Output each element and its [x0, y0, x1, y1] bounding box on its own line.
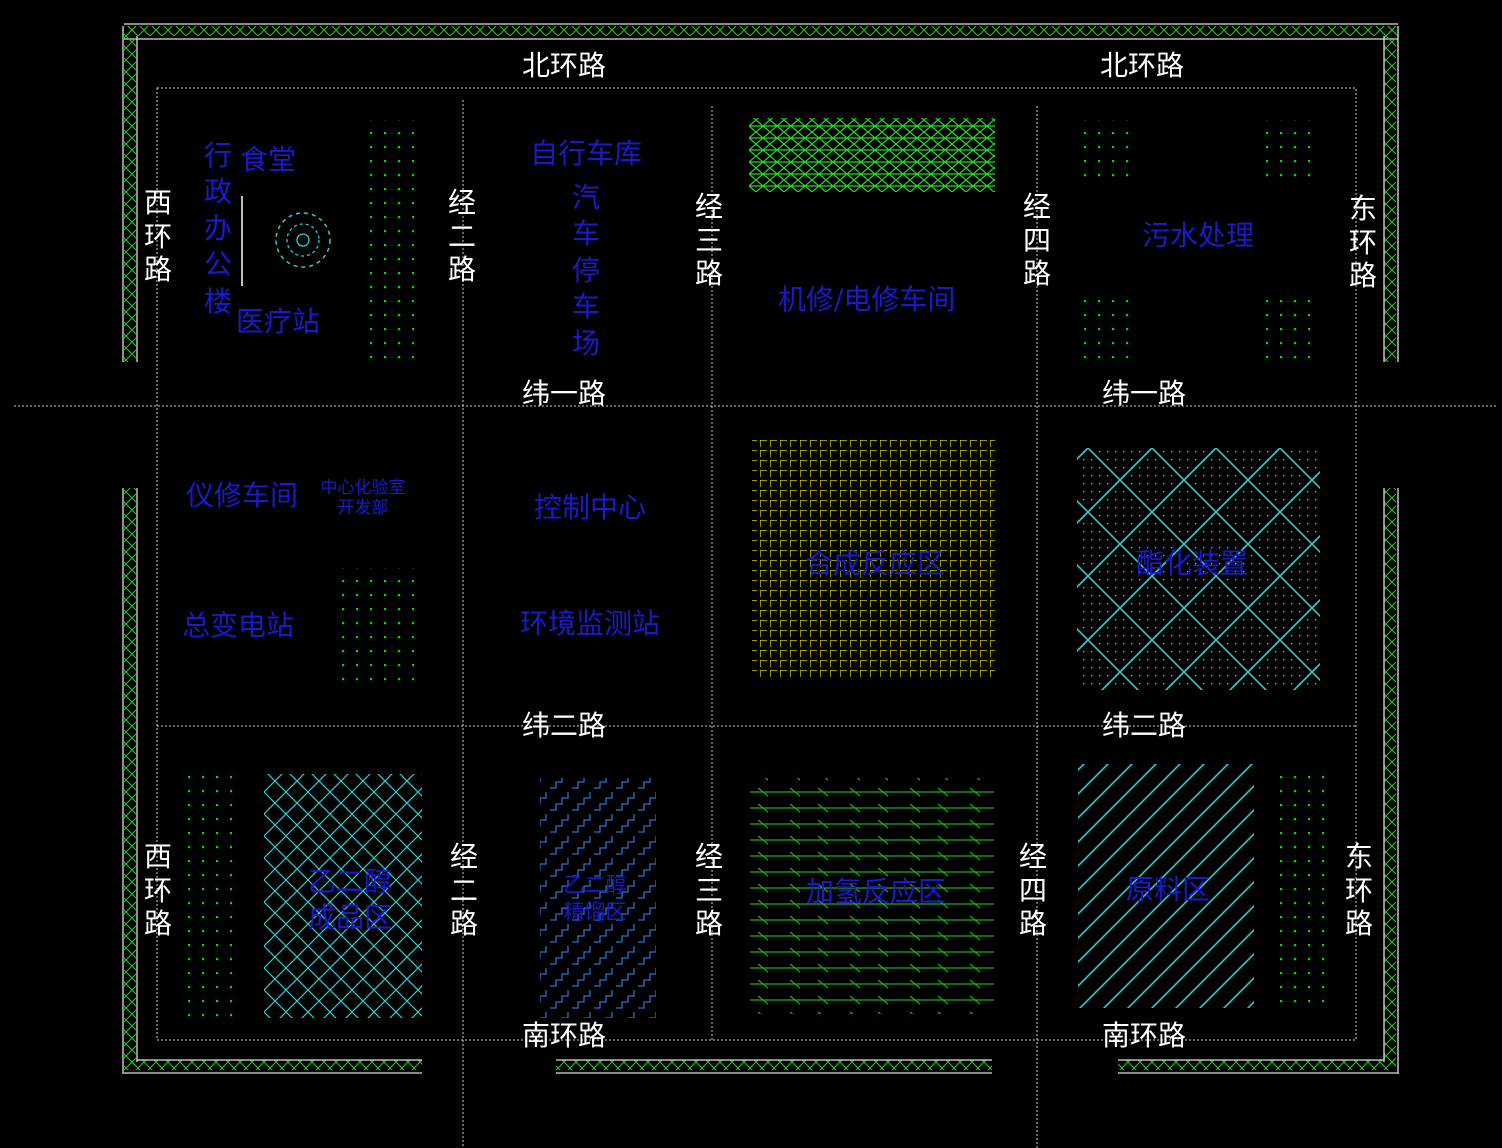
fence-hatch-icon: [122, 23, 1399, 1074]
road-label-weft2-west: 纬二路: [522, 709, 607, 742]
area-main-substation: 总变电站: [182, 609, 295, 642]
area-eg-product: 乙二醇 成品区: [306, 864, 394, 937]
area-bicycle-garage: 自行车库: [530, 137, 643, 170]
central-lab-line1: 中心化验室: [320, 478, 406, 498]
road-label-east-top: 东环路: [1348, 192, 1377, 293]
area-synthesis-zone: 合成反应区: [805, 547, 946, 580]
road-centerlines: [14, 87, 1498, 1148]
esterification-hatch: [1077, 448, 1320, 690]
area-raw-material-zone: 原料区: [1126, 873, 1211, 906]
road-label-east-bottom: 东环路: [1344, 840, 1373, 941]
area-central-lab: 中心化验室 开发部: [318, 478, 408, 519]
synthesis-zone-hatch: [752, 440, 995, 680]
area-admin-building: 行政办公楼: [203, 139, 232, 318]
area-maintenance-workshop: 机修/电修车间: [778, 283, 956, 316]
eg-refining-hatch: [540, 778, 656, 1018]
road-label-jing3-top: 经三路: [694, 190, 723, 291]
road-label-weft1-east: 纬一路: [1102, 377, 1187, 410]
road-label-north-west: 北环路: [522, 49, 607, 82]
road-label-jing2-top: 经二路: [447, 186, 476, 287]
road-label-south-west: 南环路: [522, 1019, 607, 1052]
area-instrument-workshop: 仪修车间: [186, 479, 299, 512]
road-label-weft2-east: 纬二路: [1102, 709, 1187, 742]
road-label-west-top: 西环路: [143, 186, 172, 287]
eg-refining-line1: 乙二醇: [563, 873, 627, 897]
road-label-jing2-bottom: 经二路: [449, 840, 478, 941]
central-lab-line2: 开发部: [337, 498, 389, 519]
area-env-monitoring: 环境监测站: [520, 607, 661, 640]
fountain-icon: [275, 212, 331, 268]
eg-product-line1: 乙二醇: [307, 865, 392, 898]
road-label-jing4-top: 经四路: [1022, 190, 1051, 291]
road-label-weft1-west: 纬一路: [522, 377, 607, 410]
eg-refining-line2: 精馏区: [563, 900, 627, 925]
eg-product-hatch: [264, 774, 422, 1018]
greenery-dots-icon: [178, 120, 1328, 1018]
area-control-center: 控制中心: [534, 491, 647, 524]
road-label-jing3-bottom: 经三路: [694, 840, 723, 941]
maintenance-roof-hatch: [749, 118, 995, 192]
road-label-south-east: 南环路: [1102, 1019, 1187, 1052]
area-clinic: 医疗站: [236, 305, 321, 338]
area-esterification-unit: 酯化装置: [1136, 547, 1249, 580]
area-canteen: 食堂: [240, 143, 297, 176]
road-label-jing4-bottom: 经四路: [1018, 840, 1047, 941]
area-parking: 汽车停车场: [571, 181, 600, 360]
area-eg-refining: 乙二醇 精馏区: [562, 872, 628, 927]
eg-product-line2: 成品区: [307, 901, 392, 935]
road-label-west-bottom: 西环路: [143, 840, 172, 941]
road-label-north-east: 北环路: [1100, 49, 1185, 82]
area-hydrogenation-zone: 加氢反应区: [806, 875, 947, 908]
hydrogenation-hatch: [750, 778, 994, 1014]
raw-material-hatch: [1078, 764, 1254, 1008]
area-sewage-treatment: 污水处理: [1142, 219, 1255, 252]
